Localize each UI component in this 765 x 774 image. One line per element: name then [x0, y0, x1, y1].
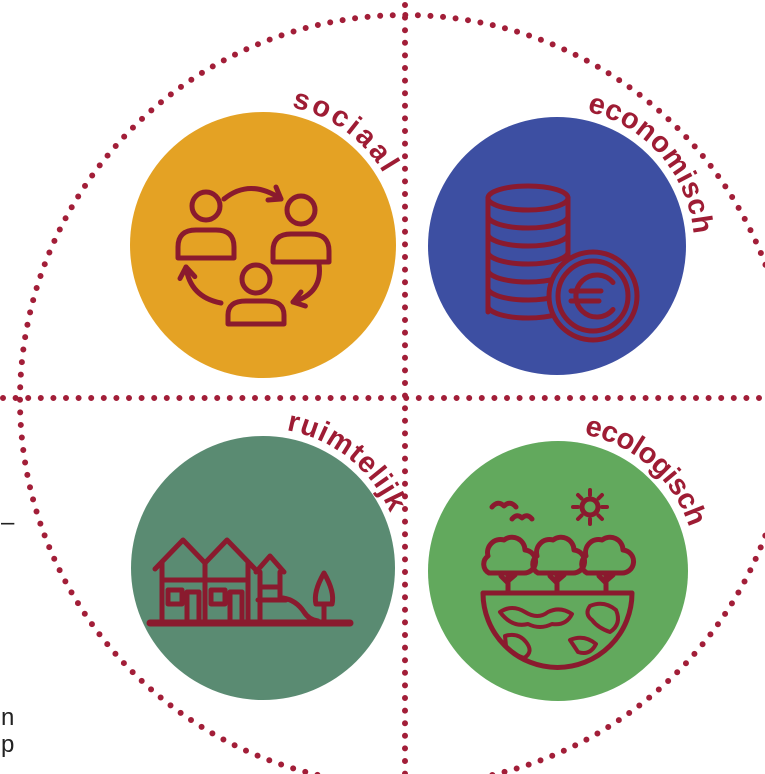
sun-icon — [579, 496, 601, 518]
arrow-icon — [221, 186, 284, 202]
people-cycle-icon — [175, 184, 332, 327]
tree-icon — [530, 534, 588, 595]
house-door-icon — [184, 589, 245, 626]
left-dash-fragment: – — [1, 509, 15, 536]
house-window-icon — [165, 587, 185, 607]
continent-icon — [503, 632, 532, 660]
trees-earth-icon — [480, 488, 637, 670]
earth-hemisphere-icon — [480, 590, 635, 670]
coins-euro-icon — [485, 183, 640, 343]
person-head-icon — [239, 262, 273, 296]
continent-icon — [585, 601, 620, 634]
continent-icon — [568, 635, 598, 655]
sociaal-circle — [130, 112, 396, 378]
euro-coin-icon — [546, 249, 640, 343]
arrow-icon — [183, 264, 224, 306]
house-walls-icon — [159, 559, 251, 626]
continent-icon — [498, 606, 574, 629]
ruimtelijk-circle — [131, 436, 395, 700]
tree-icon — [481, 534, 539, 595]
tree-icon — [312, 570, 336, 624]
house-window-icon — [208, 587, 228, 607]
left-text-fragment-p: p — [1, 731, 14, 758]
person-head-icon — [284, 193, 318, 227]
economisch-circle — [428, 117, 686, 375]
arrow-icon — [290, 261, 322, 305]
tree-icon — [579, 534, 637, 595]
person-head-icon — [189, 189, 223, 223]
sun-rays-icon — [571, 488, 609, 526]
person-body-icon — [270, 231, 332, 265]
person-body-icon — [175, 227, 237, 261]
arrowhead-icon — [177, 264, 198, 281]
euro-sign-icon — [568, 272, 616, 320]
playground-slide-icon — [253, 553, 321, 626]
left-text-fragment-n: n — [1, 704, 14, 731]
arrowhead-icon — [290, 289, 308, 309]
euro-coin-inner-icon — [555, 258, 631, 334]
bird-icon — [509, 513, 535, 522]
coin-stack-rings-icon — [485, 213, 571, 321]
houses-playground-icon — [146, 537, 354, 627]
person-body-icon — [225, 298, 287, 327]
bird-icon — [489, 500, 519, 510]
arrowhead-icon — [265, 184, 284, 203]
